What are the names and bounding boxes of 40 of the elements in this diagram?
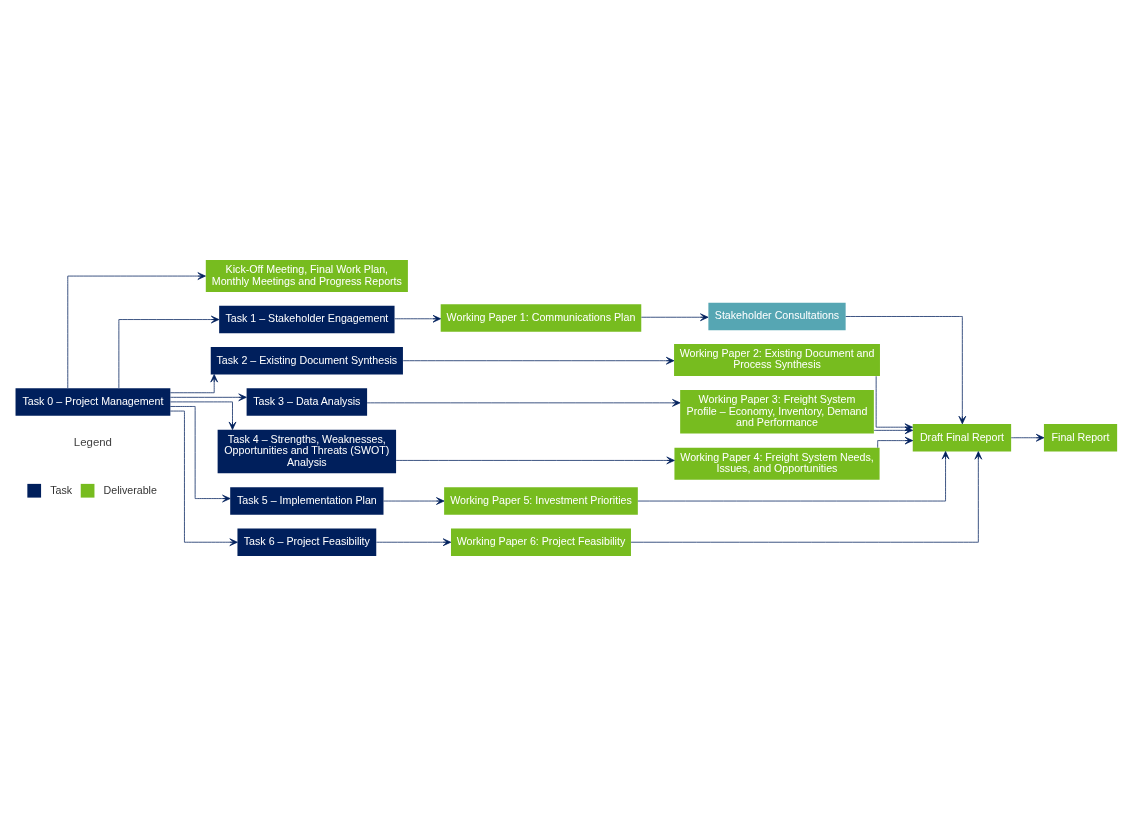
node-box: Task 6 – Project Feasibility: [237, 528, 377, 556]
arrow: [376, 537, 452, 546]
node-box: Task 0 – Project Management: [15, 387, 171, 416]
arrow: [366, 398, 681, 407]
arrow: [637, 450, 950, 501]
arrow: [641, 312, 709, 321]
node-box: Task 1 – Stakeholder Engagement: [219, 305, 395, 333]
arrow: [395, 456, 675, 464]
node-box: Working Paper 2: Existing Document and Process Synthesis: [674, 343, 880, 376]
node-box: Stakeholder Consultations: [708, 302, 846, 330]
arrow: [170, 373, 218, 393]
node-box: Task 3 – Data Analysis: [246, 387, 368, 416]
node-box: Kick-Off Meeting, Final Work Plan, Monthly Meetings and Progress Reports: [205, 259, 408, 292]
arrow: [845, 315, 967, 424]
legend-label: Task: [50, 483, 73, 496]
node-box: Final Report: [1043, 423, 1118, 451]
node-box: Working Paper 4: Freight System Needs, Issues, and Opportunities: [674, 447, 880, 480]
arrow: [873, 426, 913, 434]
arrow: [67, 271, 206, 388]
arrow: [394, 314, 441, 323]
node-box: Task 5 – Implementation Plan: [230, 486, 384, 515]
arrow: [170, 393, 247, 401]
arrow: [118, 315, 220, 388]
legend-label: Deliverable: [103, 483, 157, 496]
node-box: Task 2 – Existing Document Synthesis: [210, 346, 403, 374]
node-box: Working Paper 1: Communications Plan: [440, 303, 642, 332]
arrow: [630, 450, 983, 543]
node-box: Working Paper 3: Freight System Profile – Economy, Inventory, Demand and Performance: [680, 389, 874, 434]
arrow: [877, 436, 914, 448]
arrow: [169, 410, 238, 546]
arrow: [170, 405, 231, 502]
arrow: [170, 401, 237, 430]
node-box: Working Paper 5: Investment Priorities: [444, 486, 638, 515]
node-box: Task 4 – Strengths, Weaknesses, Opportunities and Threats (SWOT) Analysis: [217, 429, 397, 473]
arrow: [383, 496, 445, 505]
node-box: Draft Final Report: [912, 423, 1012, 451]
arrow: [402, 356, 675, 365]
arrow: [1010, 433, 1045, 442]
label: Legend: [73, 435, 112, 448]
node-box: Working Paper 6: Project Feasibility: [451, 528, 631, 556]
